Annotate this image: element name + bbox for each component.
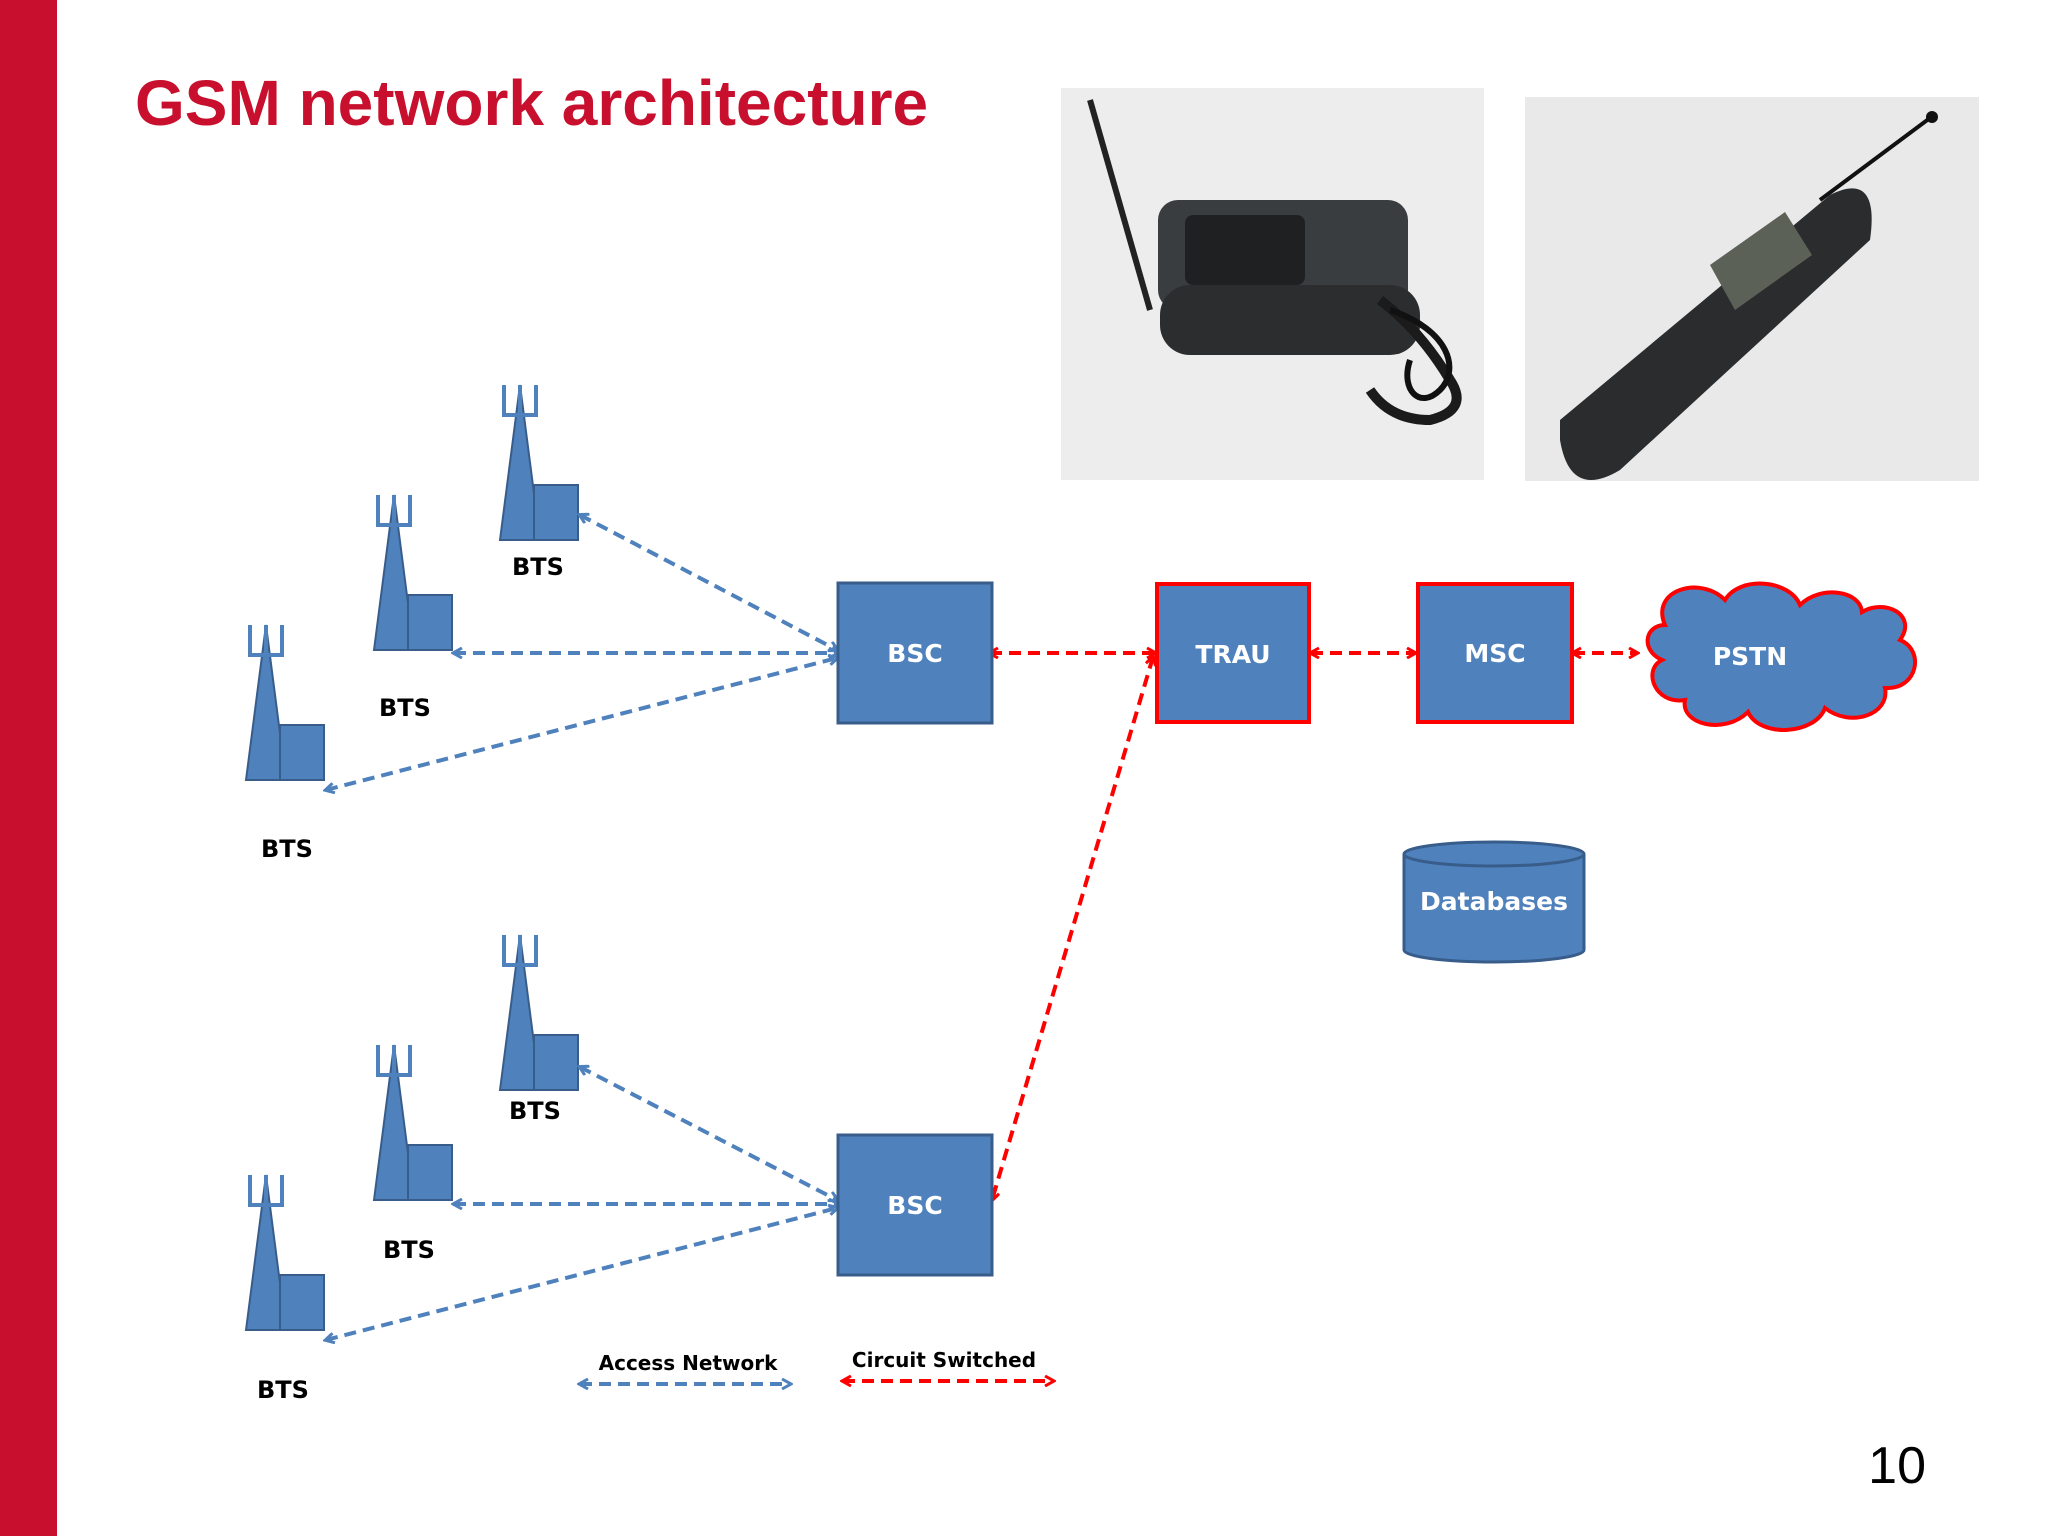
access-link [580,515,837,650]
bts-tower-icon [244,1173,326,1332]
handheld-gsm-phone-photo [1525,97,1979,481]
access-link [326,658,837,790]
bts-label: BTS [383,1236,435,1264]
slide-title: GSM network architecture [135,67,929,139]
page-number: 10 [1868,1437,1926,1495]
circuit-link [992,657,1153,1200]
bsc-label: BSC [887,1191,942,1220]
brand-sidebar-bar [0,0,57,1536]
bsc-node: BSC [836,1133,994,1277]
legend: Access Network Circuit Switched [580,1348,1053,1384]
msc-node: MSC [1416,582,1574,724]
desk-car-phone-photo [1061,88,1484,480]
pstn-cloud-icon: PSTN [1645,581,1917,732]
trau-node: TRAU [1155,582,1311,724]
bts-tower-icon [372,1043,454,1202]
bts-tower-icon [498,933,580,1092]
pstn-label: PSTN [1713,642,1787,671]
msc-label: MSC [1464,639,1525,668]
bts-label: BTS [509,1097,561,1125]
databases-cylinder-icon: Databases [1402,840,1586,964]
bsc-node: BSC [836,581,994,725]
bts-label: BTS [512,553,564,581]
bts-tower-icon [244,623,326,782]
bts-label: BTS [379,694,431,722]
bts-label: BTS [257,1376,309,1404]
databases-label: Databases [1420,887,1568,916]
bsc-label: BSC [887,639,942,668]
access-link [580,1067,837,1200]
bts-tower-icon [372,493,454,652]
bts-label: BTS [261,835,313,863]
bts-tower-icon [498,383,580,542]
trau-label: TRAU [1195,640,1270,669]
legend-circuit-switched-label: Circuit Switched [852,1348,1036,1372]
legend-access-network-label: Access Network [599,1351,778,1375]
access-link [326,1208,837,1340]
